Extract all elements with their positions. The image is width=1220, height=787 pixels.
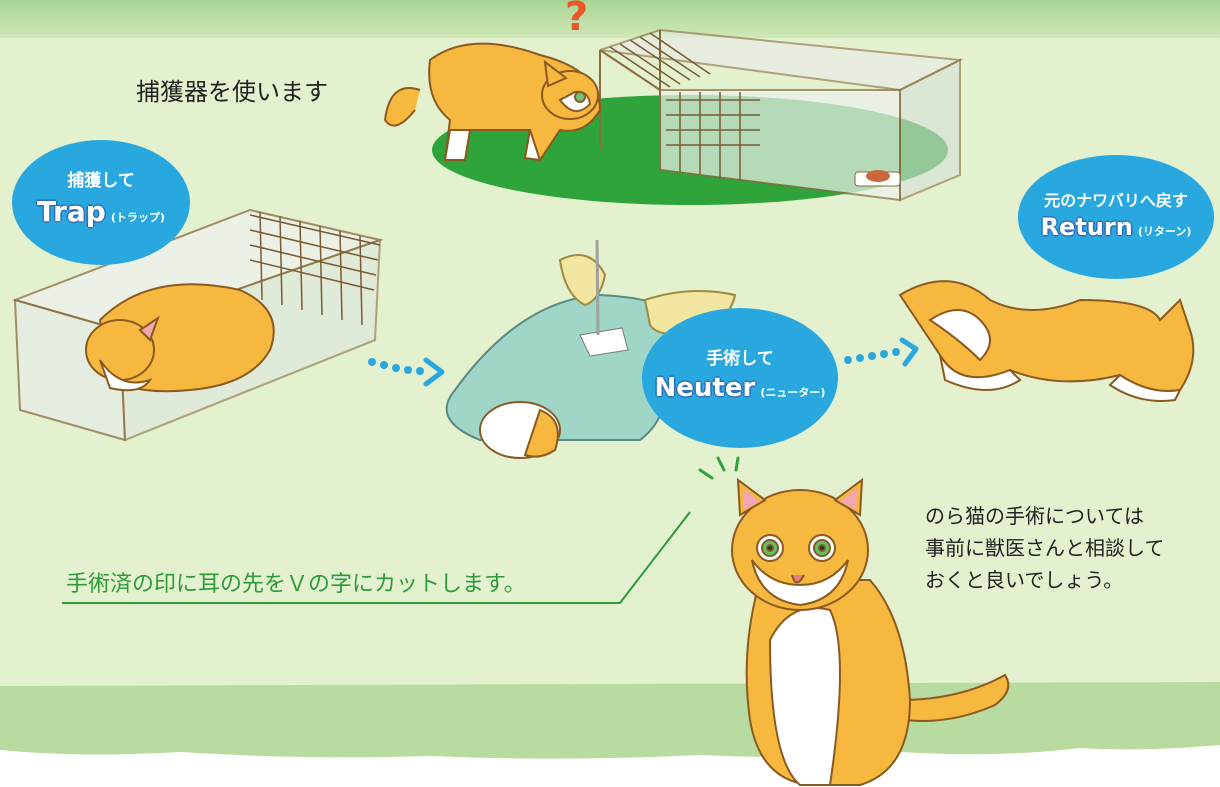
trap-mesh-top [609, 32, 760, 180]
cat-in-trap [85, 283, 275, 393]
return-label-jp: 元のナワバリへ戻す [1044, 191, 1188, 210]
bottom-white [0, 745, 1220, 787]
return-label-kana: (リターン) [1137, 225, 1192, 238]
return-label-en: Return [1040, 213, 1133, 241]
vet-note-line-1: のら猫の手術については [925, 504, 1144, 528]
neuter-bubble: 手術して Neuter (ニューター) [642, 308, 838, 448]
vet-consult-note: のら猫の手術については 事前に獣医さんと相談して おくと良いでしょう。 [925, 500, 1164, 596]
trap-bubble: 捕獲して Trap (トラップ) [12, 140, 190, 265]
neuter-label-jp: 手術して [706, 349, 774, 369]
surprise-lines [698, 456, 740, 480]
cat-head-surgery [479, 401, 561, 459]
ear-note-pointer [62, 511, 691, 604]
cat-tail [898, 673, 1010, 722]
ear-cut-note: 手術済の印に耳の先をＶの字にカットします。 [66, 572, 526, 597]
neuter-label-en: Neuter [654, 373, 756, 403]
vet-note-line-3: おくと良いでしょう。 [925, 568, 1124, 592]
vet-note-line-2: 事前に獣医さんと相談して [925, 536, 1165, 560]
trap-label-jp: 捕獲して [67, 171, 135, 191]
trap-label-en: Trap [37, 195, 106, 228]
scalpel [595, 239, 600, 336]
top-heading: 捕獲器を使います [136, 78, 328, 106]
trap-label-kana: (トラップ) [110, 211, 165, 224]
neuter-label-kana: (ニューター) [760, 386, 826, 399]
top-band [0, 0, 1220, 38]
question-mark-icon: ? [565, 0, 588, 40]
cat-sniffing [383, 42, 602, 162]
return-bubble: 元のナワバリへ戻す Return (リターン) [1018, 155, 1214, 279]
